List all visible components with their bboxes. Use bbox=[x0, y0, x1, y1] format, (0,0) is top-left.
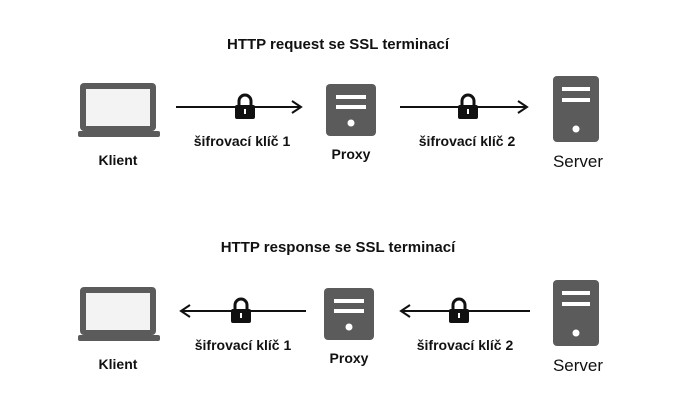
server-label: Server bbox=[552, 152, 604, 171]
proxy-label: Proxy bbox=[331, 146, 371, 162]
client-label: Klient bbox=[98, 356, 138, 372]
proxy-server-icon bbox=[326, 84, 376, 136]
request-title: HTTP request se SSL terminací bbox=[226, 36, 450, 53]
lock-icon bbox=[458, 93, 478, 119]
key2-label: šifrovací klíč 2 bbox=[416, 337, 514, 353]
key1-label: šifrovací klíč 1 bbox=[193, 133, 291, 149]
key1-label: šifrovací klíč 1 bbox=[194, 337, 292, 353]
server-tower-icon bbox=[553, 280, 599, 346]
lock-icon bbox=[449, 297, 469, 323]
lock-icon bbox=[235, 93, 255, 119]
laptop-icon bbox=[78, 287, 160, 341]
proxy-label: Proxy bbox=[329, 350, 369, 366]
response-title: HTTP response se SSL terminací bbox=[220, 239, 456, 256]
server-label: Server bbox=[552, 356, 604, 375]
proxy-server-icon bbox=[324, 288, 374, 340]
server-tower-icon bbox=[553, 76, 599, 142]
client-label: Klient bbox=[98, 152, 138, 168]
key2-label: šifrovací klíč 2 bbox=[418, 133, 516, 149]
laptop-icon bbox=[78, 83, 160, 137]
lock-icon bbox=[231, 297, 251, 323]
